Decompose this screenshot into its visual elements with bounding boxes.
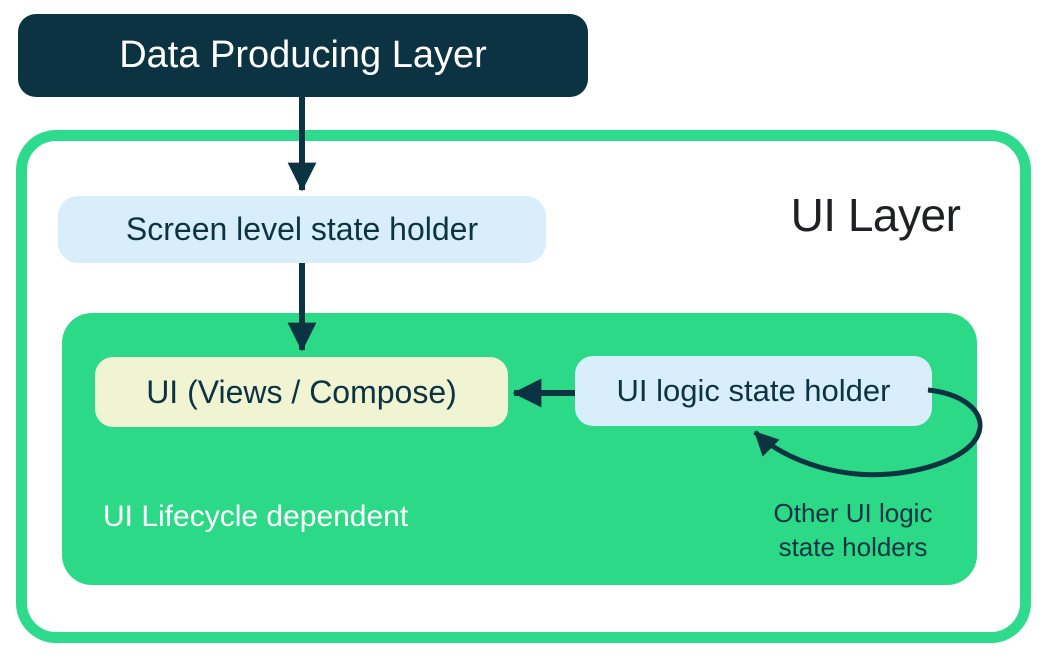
screen-state-holder-box: Screen level state holder <box>58 196 546 263</box>
ui-lifecycle-dependent-label: UI Lifecycle dependent <box>103 500 409 533</box>
ui-layer-title: UI Layer <box>790 189 961 241</box>
other-ui-logic-line2: state holders <box>778 531 928 562</box>
data-producing-layer-box: Data Producing Layer <box>18 14 588 97</box>
other-ui-logic-label: Other UI logic state holders <box>733 497 973 565</box>
ui-logic-state-holder-box: UI logic state holder <box>575 356 932 426</box>
other-ui-logic-line1: Other UI logic <box>773 498 933 528</box>
screen-state-holder-label: Screen level state holder <box>125 211 479 247</box>
ui-logic-state-holder-label: UI logic state holder <box>616 373 891 408</box>
ui-views-compose-box: UI (Views / Compose) <box>95 357 508 427</box>
data-producing-layer-label: Data Producing Layer <box>119 34 487 76</box>
ui-views-compose-label: UI (Views / Compose) <box>146 373 457 410</box>
